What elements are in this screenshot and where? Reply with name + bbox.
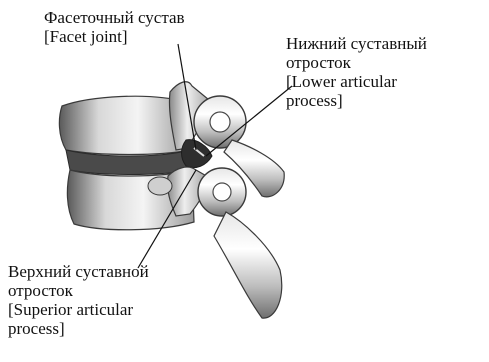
lower-articular-label-line4: process]	[286, 91, 427, 110]
superior-articular-label-line2: отросток	[8, 281, 149, 300]
articular-knob	[148, 177, 172, 195]
lower-spinous-process	[214, 212, 282, 318]
lower-articular-label-line2: отросток	[286, 53, 427, 72]
lower-articular-label-line1: Нижний суставный	[286, 34, 427, 53]
lower-articular-label-line3: [Lower articular	[286, 72, 427, 91]
lower-ring-foramen	[213, 183, 231, 201]
superior-articular-label-line4: process]	[8, 319, 149, 338]
lower-articular-process-label: Нижний суставный отросток [Lower articul…	[286, 34, 427, 110]
facet-joint-label: Фасеточный сустав [Facet joint]	[44, 8, 185, 46]
facet-joint-label-en: [Facet joint]	[44, 27, 185, 46]
superior-articular-process-label: Верхний суставной отросток [Superior art…	[8, 262, 149, 338]
superior-articular-label-line3: [Superior articular	[8, 300, 149, 319]
upper-ring-foramen	[210, 112, 230, 132]
facet-joint-label-ru: Фасеточный сустав	[44, 8, 185, 27]
superior-articular-label-line1: Верхний суставной	[8, 262, 149, 281]
